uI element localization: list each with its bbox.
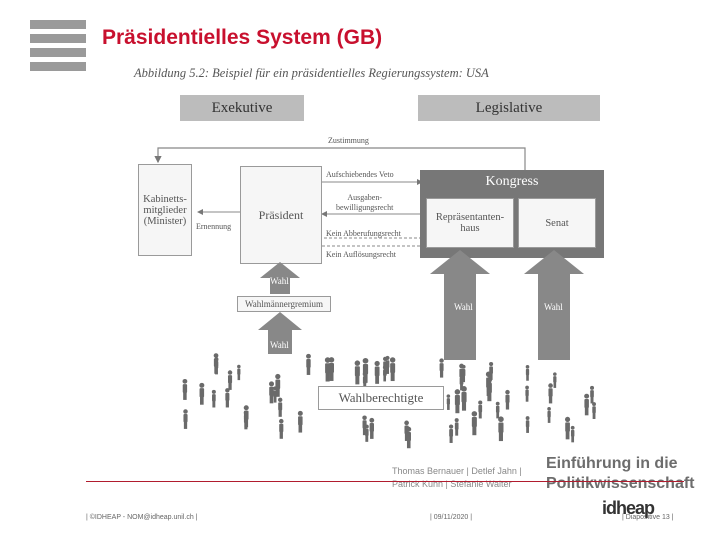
book-title-line2: Politikwissenschaft <box>546 475 695 492</box>
person-icon <box>505 389 510 410</box>
person-icon <box>553 372 557 388</box>
person-icon <box>454 418 459 436</box>
kongress-label: Kongress <box>485 174 539 189</box>
zustimmung-label: Zustimmung <box>328 136 369 145</box>
person-icon <box>328 357 335 381</box>
person-icon <box>446 394 451 410</box>
person-icon <box>243 405 249 428</box>
person-icon <box>406 426 412 449</box>
person-icon <box>584 393 590 416</box>
authors-line2: Patrick Kuhn | Stefanie Walter <box>392 479 512 489</box>
person-icon <box>362 357 369 383</box>
aufloesung-label: Kein Auflösungsrecht <box>326 250 396 259</box>
person-icon <box>495 401 500 419</box>
kongress-box: Kongress Repräsentanten- haus Senat <box>420 170 604 258</box>
person-icon <box>362 415 367 436</box>
footer-slide-number: | Diapositive 13 | <box>622 514 674 521</box>
person-icon <box>227 370 233 390</box>
person-icon <box>324 357 331 382</box>
person-icon <box>182 378 188 400</box>
veto-label: Aufschiebendes Veto <box>326 170 394 179</box>
wahlberechtigte-box: Wahlberechtigte <box>318 386 444 410</box>
person-icon <box>525 416 530 433</box>
footer-date: | 09/11/2020 | <box>430 514 473 521</box>
person-icon <box>306 353 311 375</box>
wahl-lower-label: Wahl <box>270 340 289 350</box>
person-icon <box>214 357 219 375</box>
legislative-header: Legislative <box>418 95 600 121</box>
logo-bar <box>30 34 86 43</box>
person-icon <box>382 356 388 376</box>
senat-box: Senat <box>518 198 596 248</box>
person-icon <box>297 410 303 433</box>
person-icon <box>590 385 595 404</box>
person-icon <box>211 389 216 408</box>
person-icon <box>564 416 571 440</box>
person-icon <box>183 409 188 429</box>
person-icon <box>374 360 380 384</box>
person-icon <box>279 418 284 439</box>
person-icon <box>498 416 504 442</box>
wahlmaennergremium-box: Wahlmännergremium <box>237 296 331 312</box>
authors-line1: Thomas Bernauer | Detlef Jahn | <box>392 466 522 476</box>
abberufung-label: Kein Abberufungsrecht <box>326 229 401 238</box>
person-icon <box>461 364 466 383</box>
person-icon <box>439 358 444 378</box>
person-icon <box>448 424 454 443</box>
logo-bar <box>30 20 86 29</box>
person-icon <box>454 389 461 414</box>
person-icon <box>199 382 205 405</box>
logo-bar <box>30 48 86 57</box>
person-icon <box>570 425 575 443</box>
ernennung-label: Ernennung <box>196 222 232 231</box>
person-icon <box>354 360 361 385</box>
person-icon <box>225 388 230 408</box>
exekutive-header: Exekutive <box>180 95 304 121</box>
person-icon <box>268 381 275 404</box>
repraesentantenhaus-box: Repräsentanten- haus <box>426 198 514 248</box>
wahl-arrows <box>258 250 584 360</box>
wahl-upper-label: Wahl <box>270 276 289 286</box>
footer-left: | ©IDHEAP - NOM@idheap.unil.ch | <box>86 514 198 521</box>
person-icon <box>525 365 530 381</box>
slide-title: Präsidentielles System (GB) <box>102 26 383 49</box>
idheap-logo-text: idheap <box>602 498 655 518</box>
person-icon <box>592 402 596 419</box>
person-icon <box>525 385 529 402</box>
person-icon <box>548 383 553 404</box>
person-icon <box>547 407 551 423</box>
figure-arrows <box>154 147 526 247</box>
person-icon <box>275 373 281 397</box>
person-icon <box>389 357 396 382</box>
kabinett-box: Kabinetts- mitglieder (Minister) <box>138 164 192 256</box>
person-icon <box>277 397 283 417</box>
person-icon <box>486 376 493 402</box>
wahl-repr-label: Wahl <box>454 302 473 312</box>
footer-divider <box>86 481 684 482</box>
praesident-box: Präsident <box>240 166 322 264</box>
wahl-senat-label: Wahl <box>544 302 563 312</box>
person-icon <box>369 417 375 439</box>
figure-caption: Abbildung 5.2: Beispiel für ein präsiden… <box>134 66 489 80</box>
person-icon <box>471 411 478 436</box>
logo-bar <box>30 62 86 71</box>
person-icon <box>237 364 241 381</box>
book-title-line1: Einführung in die <box>546 455 678 472</box>
ausgaben-label: Ausgaben- bewilligungsrecht <box>336 193 394 212</box>
person-icon <box>461 386 467 411</box>
person-icon <box>478 400 483 419</box>
crowd-people-icon <box>182 353 596 449</box>
